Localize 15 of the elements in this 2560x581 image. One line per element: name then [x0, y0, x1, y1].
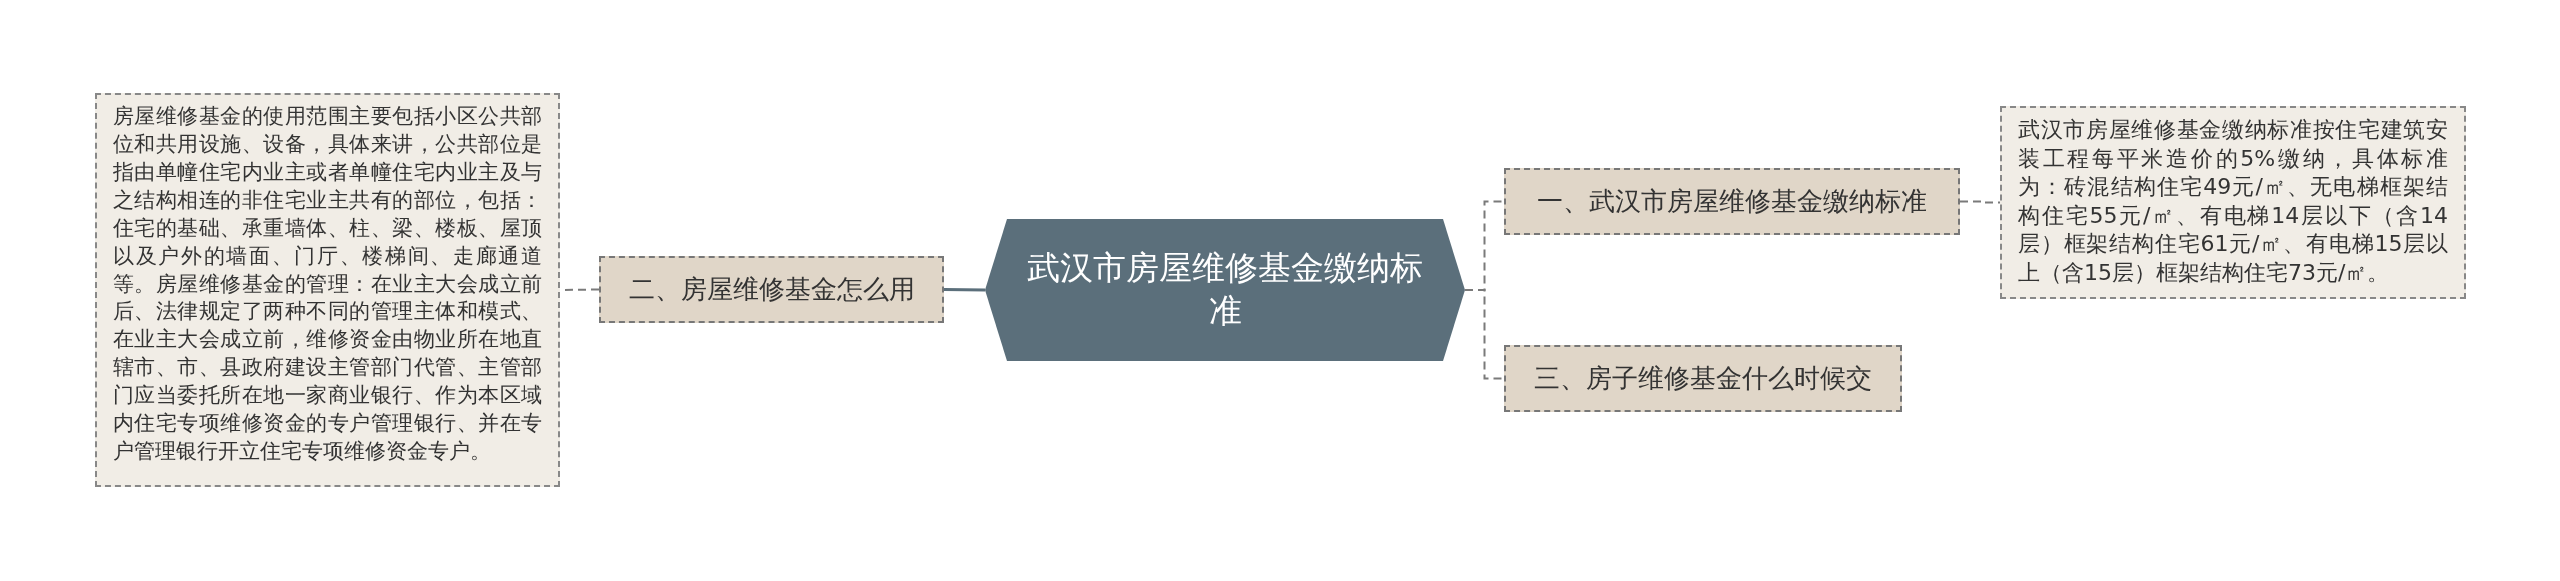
branch-box — [1504, 168, 1960, 235]
branch-title: 一、武汉市房屋维修基金缴纳标准 — [1537, 185, 1927, 218]
note-box — [95, 93, 560, 487]
topic-hexagon — [985, 219, 1465, 361]
note-box — [2000, 106, 2466, 299]
topic-title: 武汉市房屋维修基金缴纳标准 — [1026, 247, 1424, 332]
note-text: 武汉市房屋维修基金缴纳标准按住宅建筑安装工程每平米造价的5%缴纳，具体标准为：砖混结构住宅49元/㎡、无电梯框架结构住宅55元/㎡、有电梯14层以下（含14层）框架结构住宅61元/㎡、有电梯15层以上（含15层）框架结构住宅73元/㎡。 — [2018, 116, 2448, 287]
connector-line — [943, 288, 986, 292]
branch-title: 二、房屋维修基金怎么用 — [628, 273, 915, 306]
connector-line — [1959, 200, 2001, 204]
note-text: 房屋维修基金的使用范围主要包括小区公共部位和共用设施、设备，具体来讲，公共部位是指由单幢住宅内业主或者单幢住宅内业主及与之结构相连的非住宅业主共有的部位，包括：住宅的基础、承重墙体、柱、梁、楼板、屋顶以及户外的墙面、门厅、楼梯间、走廊通道等。房屋维修基金的管理：在业主大会成立前后、法律规定了两种不同的管理主体和模式、在业主大会成立前，维修资金由物业所在地直辖市、市、县政府建设主管部门代管、主管部门应当委托所在地一家商业银行、作为本区域内住宅专项维修资金的专户管理银行、并在专户管理银行开立住宅专项维修资金专户。 — [113, 103, 542, 466]
branch-box — [1504, 345, 1902, 412]
connector-line — [1464, 289, 1505, 380]
branch-title: 三、房子维修基金什么时候交 — [1534, 362, 1872, 395]
branch-box — [599, 256, 944, 323]
